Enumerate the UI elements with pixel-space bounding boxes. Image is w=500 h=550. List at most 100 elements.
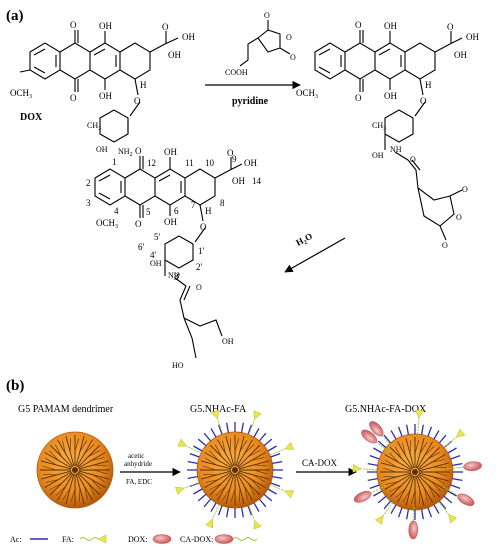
dendrimer-branch xyxy=(215,486,226,496)
dox-atom-och3: OCH3 xyxy=(10,88,32,100)
ac-group xyxy=(383,434,392,444)
legend-fa-head xyxy=(97,534,107,544)
dendrimer-branch xyxy=(433,476,445,485)
ac-group xyxy=(253,502,260,512)
p1-atom-o4: O xyxy=(420,96,427,106)
dox-drug xyxy=(408,520,419,540)
dox-atom-o4: O xyxy=(134,96,141,106)
p1-atom-och3: OCH3 xyxy=(296,88,318,100)
reagent-water: H2O xyxy=(294,231,315,250)
dendrimer-branch xyxy=(222,488,231,500)
fa-ligand xyxy=(177,438,188,447)
num-5p: 5' xyxy=(154,232,161,242)
ac-group xyxy=(263,493,273,502)
fa-ligand xyxy=(374,515,384,525)
dox-drug xyxy=(353,490,372,503)
dendrimer-branch xyxy=(49,450,59,461)
num-5: 5 xyxy=(146,207,151,217)
num-12: 12 xyxy=(147,158,156,168)
ac-group xyxy=(272,475,283,479)
dendrimer-branch xyxy=(402,442,406,456)
ac-group xyxy=(397,507,403,518)
dendrimer-branch xyxy=(385,459,397,468)
dendrimer-branch xyxy=(45,479,59,483)
aconitic-anhydride-structure xyxy=(239,20,291,67)
dendrimer-bare xyxy=(36,431,114,509)
dendrimer-branch xyxy=(402,490,411,502)
dox-atom-oh2: OH xyxy=(99,91,112,101)
dendrimer-branch xyxy=(84,486,88,500)
dendrimer-fa xyxy=(174,409,295,530)
dendrimer-fa-dox xyxy=(352,409,482,540)
dendrimer-branch xyxy=(253,474,265,483)
dendrimer-branch xyxy=(203,465,217,471)
dox-linker xyxy=(442,486,460,497)
p1-atom-o6: O xyxy=(462,185,468,194)
dendrimer-branch xyxy=(62,488,71,500)
dendrimer-branch xyxy=(91,457,105,461)
p2-atom-och3: OCH3 xyxy=(96,218,118,230)
dendrimer-branch xyxy=(424,488,428,502)
ac-group xyxy=(369,484,380,490)
ac-group xyxy=(226,422,230,433)
dendrimer-branch xyxy=(205,479,219,483)
dendrimer-branch xyxy=(395,488,406,498)
ac-group xyxy=(438,500,447,510)
ac-group xyxy=(267,488,277,495)
p1-atom-o8: O xyxy=(442,241,448,250)
reagent-line-1: acetic xyxy=(128,452,144,460)
ac-group xyxy=(447,447,457,454)
dendrimer-branch xyxy=(205,457,217,466)
dendrimer-branch xyxy=(251,457,265,461)
ac-group xyxy=(203,432,212,442)
legend-dox-symbol xyxy=(152,534,172,544)
p2-atom-o2: O xyxy=(135,219,142,229)
dendrimer-branch xyxy=(410,490,416,504)
step1-name: G5 PAMAM dendrimer xyxy=(18,404,114,415)
ac-group xyxy=(193,445,203,452)
dendrimer-branch xyxy=(79,440,88,452)
dendrimer-branch xyxy=(70,488,76,502)
fa-ligand xyxy=(455,428,466,438)
p2-atom-oh4: OH xyxy=(232,176,245,186)
dox-linker xyxy=(369,485,387,494)
ac-group xyxy=(406,424,410,435)
p2-atom-oh3: OH xyxy=(244,158,257,168)
dox-atom-o2: O xyxy=(70,93,77,103)
dendrimer-branch xyxy=(214,444,222,457)
legend-fa-linker xyxy=(79,537,99,541)
ac-group xyxy=(247,424,253,435)
ac-group xyxy=(427,426,433,437)
dendrimer-branch xyxy=(93,469,107,475)
ac-group xyxy=(369,454,380,460)
ac-group xyxy=(377,495,387,504)
dox-atom-oh5: OH xyxy=(96,145,108,154)
p1-atom-oh1: OH xyxy=(384,21,397,31)
dendrimer-branch xyxy=(234,438,240,452)
p2-atom-o1: O xyxy=(135,146,142,156)
p2-atom-ho: HO xyxy=(172,361,184,370)
p1-atom-o5: O xyxy=(410,155,416,164)
p2-atom-nh: NH xyxy=(168,271,180,280)
dendrimer-branch xyxy=(244,444,255,454)
fa-linker xyxy=(248,505,256,521)
fa-ligand xyxy=(174,486,185,496)
dendrimer-branch xyxy=(84,444,95,454)
fa-ligand xyxy=(205,518,214,529)
ac-group xyxy=(373,490,383,497)
ac-group xyxy=(197,493,207,502)
p1-atom-nh: NH xyxy=(390,145,402,154)
dendrimer-branch xyxy=(209,450,219,461)
fa-linker xyxy=(183,482,200,489)
p1-atom-ch3: CH3 xyxy=(372,121,386,132)
dox-linker xyxy=(413,503,415,522)
legend-fa-label: FA: xyxy=(62,535,74,544)
p1-atom-h: H xyxy=(425,80,432,90)
dendrimer-branch xyxy=(55,486,66,496)
step3-name: G5.NHAc-FA-DOX xyxy=(345,404,427,415)
panel-b-label: (b) xyxy=(6,378,24,394)
dox-atom-h: H xyxy=(140,80,147,90)
dendrimer-branch xyxy=(49,483,62,491)
fa-linker xyxy=(269,448,285,456)
ac-group xyxy=(217,505,223,516)
